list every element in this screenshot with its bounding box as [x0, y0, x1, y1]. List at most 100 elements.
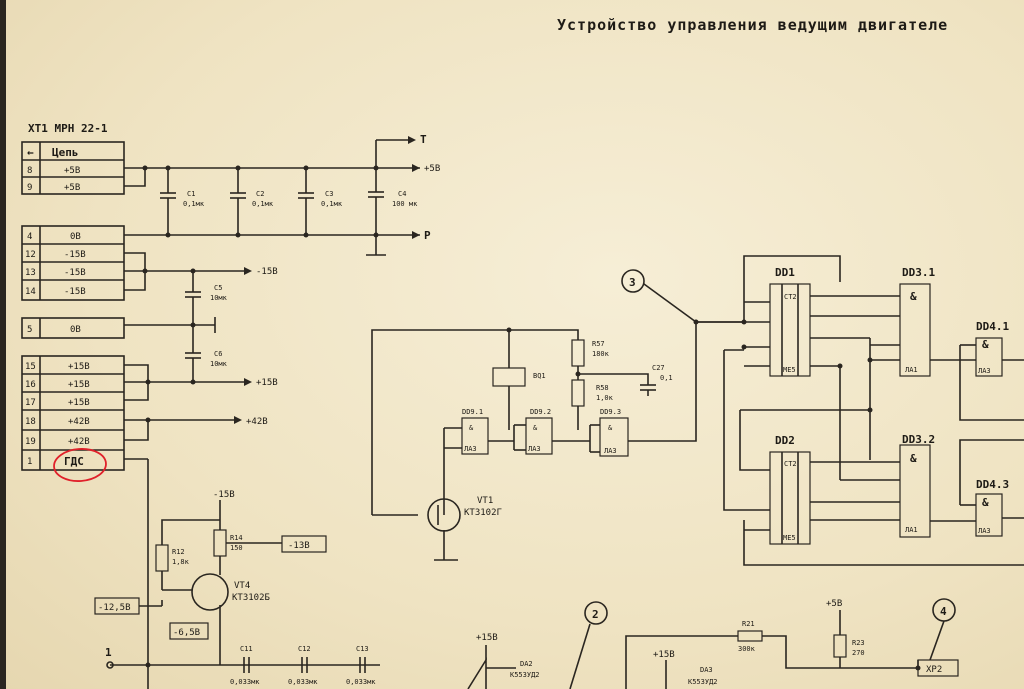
rail-p-label: Р [424, 229, 431, 242]
cap-val: 0,1мк [252, 200, 274, 208]
gate-type: & [910, 452, 917, 465]
rail-t-label: Т [420, 133, 427, 146]
cap-ref: C12 [298, 645, 311, 653]
cap-ref: C1 [187, 190, 195, 198]
gate-series: ЛА1 [905, 366, 918, 374]
res-val: 180к [592, 350, 610, 358]
diagram-title: Устройство управления ведущим двигателе [557, 16, 948, 34]
pin-number: 12 [25, 250, 36, 260]
pin-net: +15В [68, 362, 90, 372]
pin-net: +42В [68, 437, 90, 447]
counter-ct: CT2 [784, 293, 797, 301]
connector-block-4 [21, 355, 125, 471]
marker-2-leader [569, 623, 591, 689]
cap-ref: C13 [356, 645, 369, 653]
connector-block-3 [21, 317, 125, 339]
cap-val: 0,033мк [288, 678, 318, 686]
opamp-val: К553УД2 [688, 678, 718, 686]
pin-number: 14 [25, 287, 36, 297]
voltage-tag: -6,5В [173, 628, 200, 638]
vt4-wires [110, 500, 380, 666]
res-ref: R12 [172, 548, 185, 556]
counter-me: МЕ5 [783, 534, 796, 542]
rail-plus42-label: +42В [246, 417, 268, 427]
pin-number: 4 [27, 232, 32, 242]
gate-series: ЛА3 [464, 445, 477, 453]
gate-series: ЛА3 [978, 367, 991, 375]
marker-3-label: 3 [629, 276, 636, 289]
pin-net: +15В [68, 398, 90, 408]
gate-ref: DD4.3 [976, 478, 1009, 491]
cap-ref: C27 [652, 364, 665, 372]
cap-ref: C6 [214, 350, 222, 358]
transistor-val: КТ3102Б [232, 593, 270, 603]
res-ref: R57 [592, 340, 605, 348]
pin-net: -15В [64, 268, 86, 278]
marker-2-circle [584, 601, 608, 625]
cap-val: 0,1мк [183, 200, 205, 208]
bottom-caps [243, 657, 366, 673]
gate-series: ЛА1 [905, 526, 918, 534]
pin-number: 15 [25, 362, 36, 372]
opamp-val: К553УД2 [510, 671, 540, 679]
power-wires [124, 139, 420, 689]
counter-wires [696, 255, 1024, 566]
cap-val: 10мк [210, 294, 228, 302]
connector-header-label: Цепь [52, 146, 79, 159]
voltage-tag: -13В [288, 541, 310, 551]
gate-type: & [469, 424, 474, 432]
pin-net: +15В [68, 380, 90, 390]
voltage-tag-box [169, 622, 209, 640]
res-ref: R21 [742, 620, 755, 628]
opamp-ref: DA3 [700, 666, 713, 674]
marker-2-label: 2 [592, 608, 599, 621]
pin-net: +5В [64, 166, 80, 176]
rail-plus15-da: +15В [476, 633, 498, 643]
cap-val: 0,033мк [230, 678, 260, 686]
cap-val: 0,1 [660, 374, 673, 382]
gate-ref: DD9.3 [600, 408, 621, 416]
gate-type: & [982, 496, 989, 509]
connector-xp2-label: XP2 [926, 665, 942, 675]
cap-ref: C11 [240, 645, 253, 653]
res-val: 150 [230, 544, 243, 552]
voltage-tag-box [94, 597, 140, 615]
crystal-label: BQ1 [533, 372, 546, 380]
pin-net: -15В [64, 287, 86, 297]
opamp-wires [467, 610, 959, 689]
rail-plus15-da2: +15В [653, 650, 675, 660]
pin-number: 5 [27, 325, 32, 335]
gate-series: ЛА3 [978, 527, 991, 535]
cap-ref: C5 [214, 284, 222, 292]
node-1-terminal [106, 661, 114, 669]
gate-type: & [608, 424, 613, 432]
pin-net: 0В [70, 325, 81, 335]
gate-type: & [982, 338, 989, 351]
marker-4-label: 4 [940, 605, 947, 618]
voltage-tag-box [281, 535, 327, 553]
res-val: 270 [852, 649, 865, 657]
cap-val: 0,033мк [346, 678, 376, 686]
res-ref: R58 [596, 384, 609, 392]
gate-ref: DD9.2 [530, 408, 551, 416]
transistor-val: КТ3102Г [464, 508, 502, 518]
voltage-tag: -12,5В [98, 603, 131, 613]
connector-label: XT1 МРН 22-1 [28, 122, 108, 135]
gate-ref: DD9.1 [462, 408, 483, 416]
pin-number: 9 [27, 183, 32, 193]
marker-3-circle [621, 269, 645, 293]
gate-series: ЛА3 [604, 447, 617, 455]
gate-series: ЛА3 [528, 445, 541, 453]
pin-net-gds: ГДС [64, 455, 84, 468]
pin-number: 16 [25, 380, 36, 390]
counter-ct: CT2 [784, 460, 797, 468]
marker-4-circle [932, 598, 956, 622]
pin-number: 19 [25, 437, 36, 447]
pin-net: -15В [64, 250, 86, 260]
marker-3-leader [643, 283, 697, 323]
opamp-ref: DA2 [520, 660, 533, 668]
res-val: 1,8к [172, 558, 190, 566]
pin-net: 0В [70, 232, 81, 242]
